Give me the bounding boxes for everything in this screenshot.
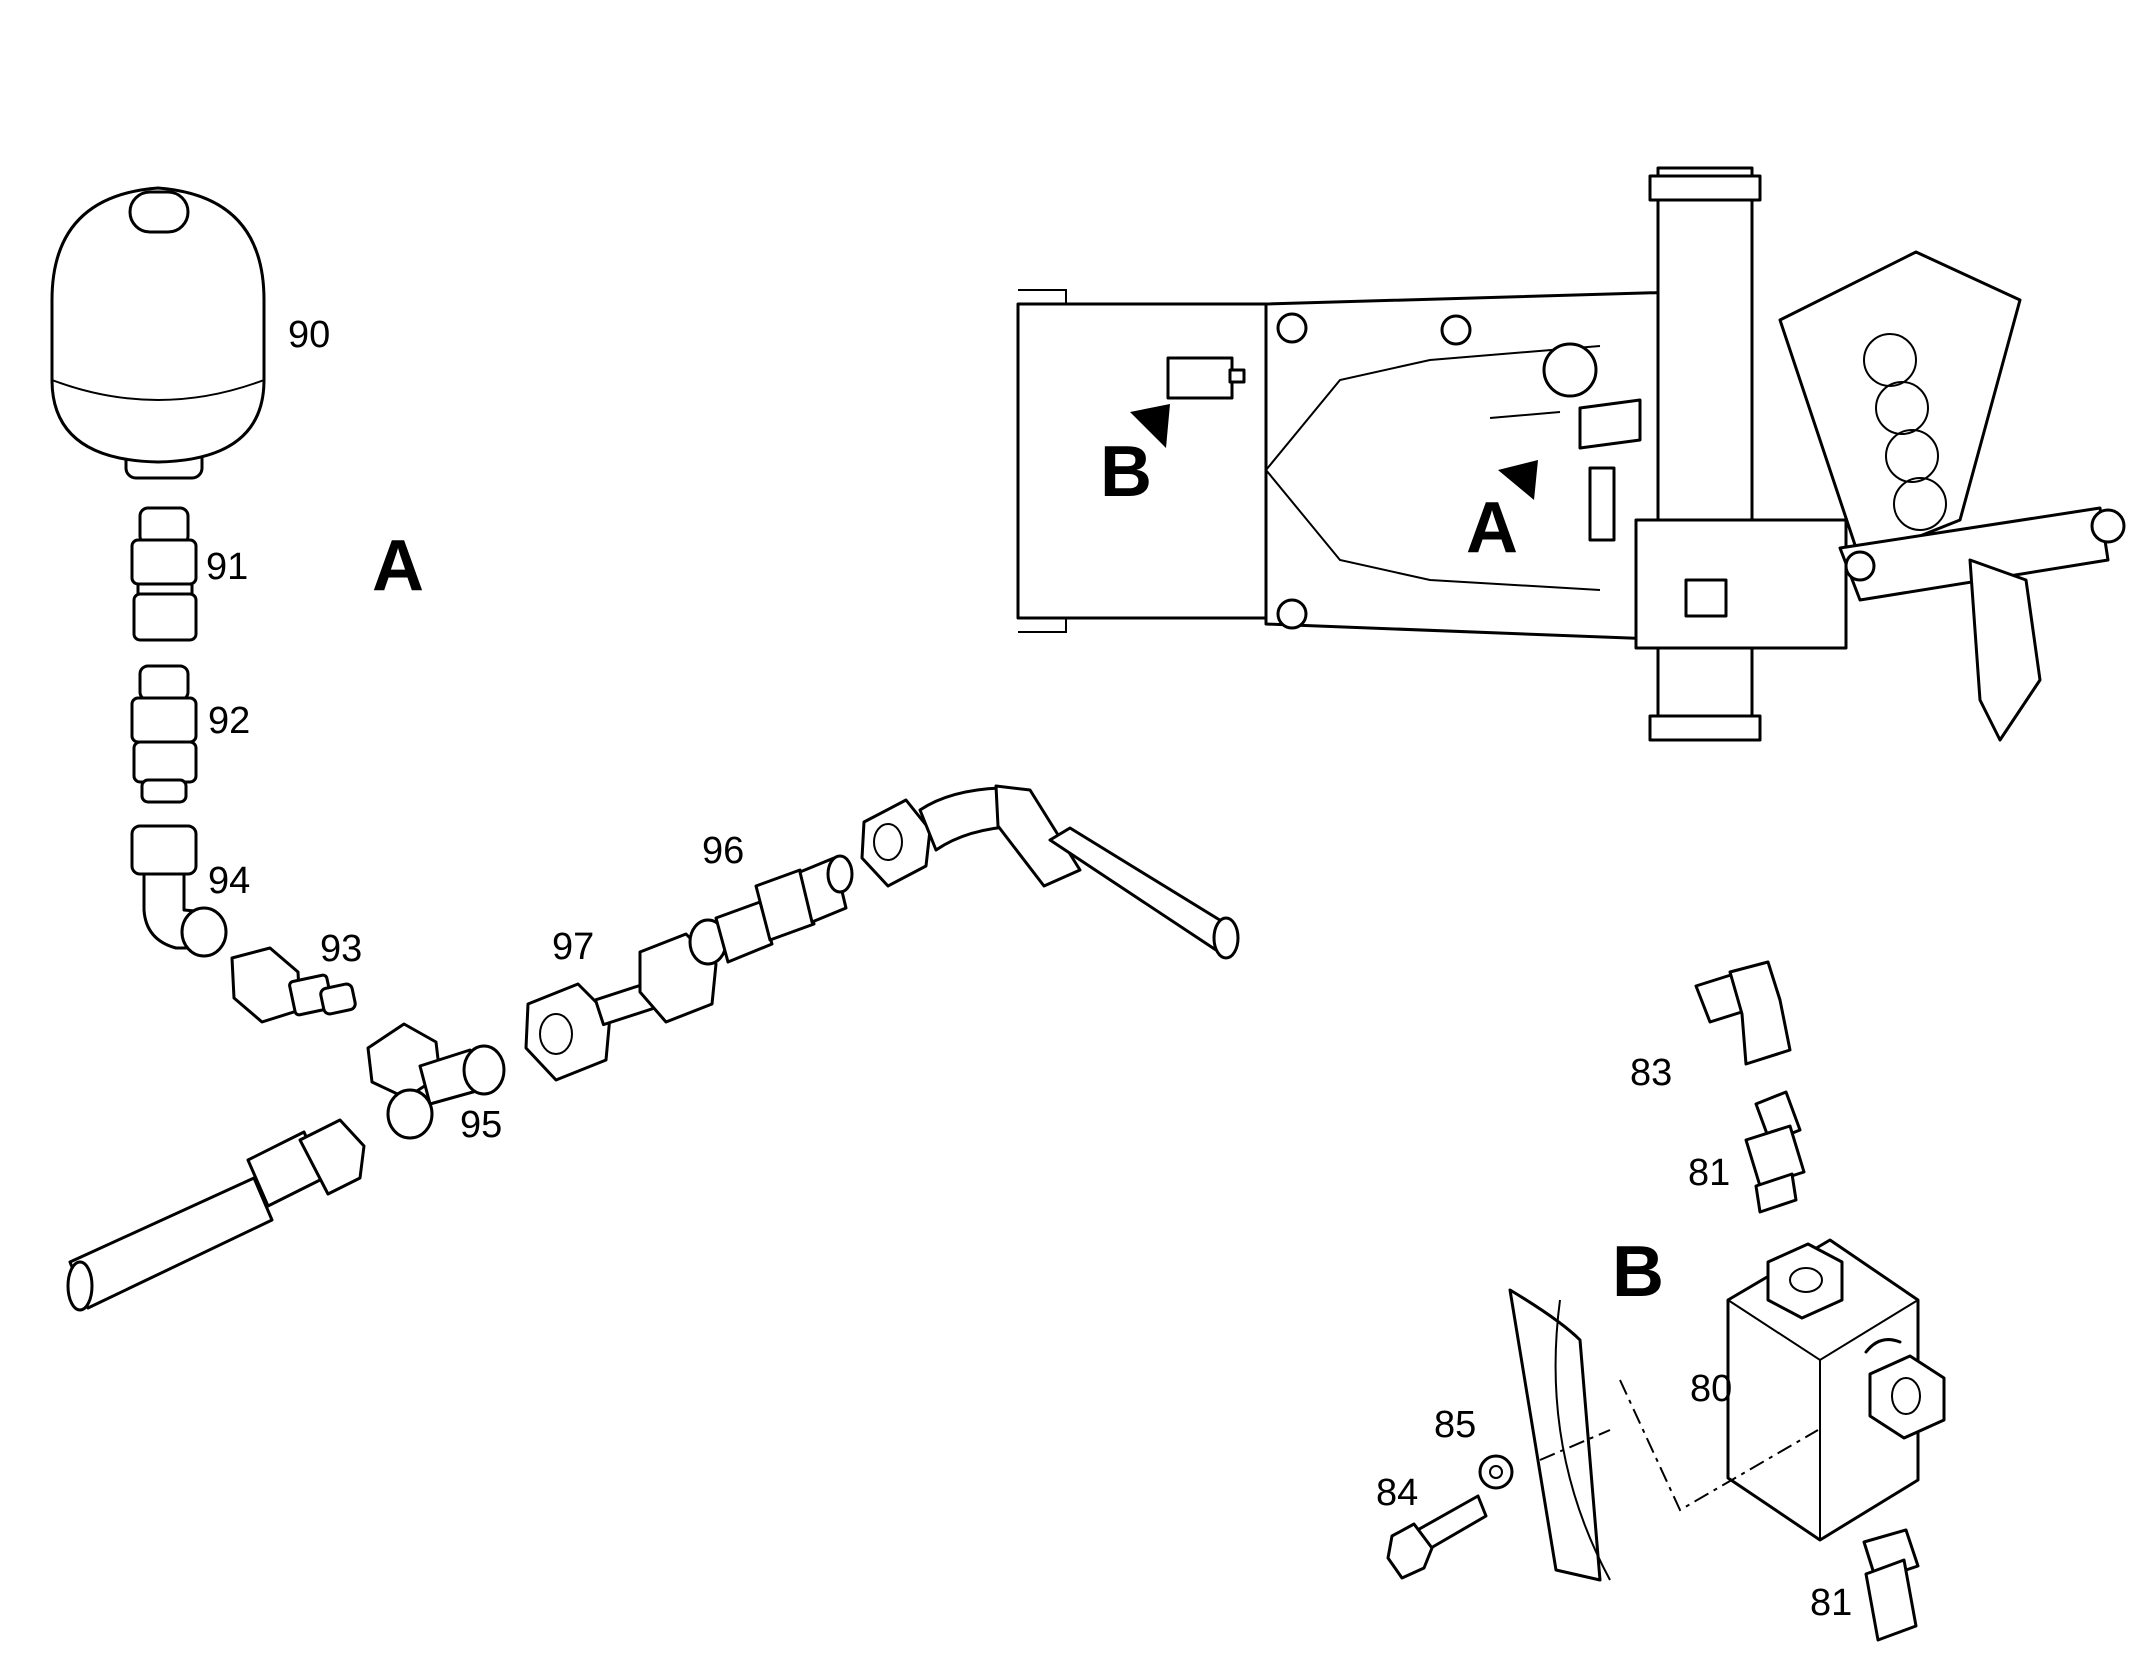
- view-b-detail: [1386, 960, 1946, 1642]
- callout-80: 80: [1690, 1368, 1733, 1410]
- fitting-91: [130, 506, 198, 642]
- overview-label-b: B: [1100, 432, 1152, 512]
- elbow-94: [130, 824, 228, 958]
- view-label-a: A: [372, 526, 424, 606]
- callout-81-bottom: 81: [1810, 1582, 1853, 1624]
- pipe-lower: [66, 1118, 366, 1312]
- fitting-92: [130, 664, 198, 804]
- callout-92: 92: [208, 700, 251, 742]
- accumulator-90: [50, 186, 266, 480]
- machine-overview: [1016, 166, 2126, 742]
- view-b-marker: [1130, 404, 1170, 448]
- tee-95: [366, 1022, 506, 1140]
- callout-95: 95: [460, 1104, 503, 1146]
- callout-96: 96: [702, 830, 745, 872]
- view-label-b: B: [1612, 1232, 1664, 1312]
- fitting-93: [230, 946, 357, 1024]
- callout-84: 84: [1376, 1472, 1419, 1514]
- coupling-96: [688, 854, 854, 966]
- callout-81-top: 81: [1688, 1152, 1731, 1194]
- callout-93: 93: [320, 928, 363, 970]
- callout-94: 94: [208, 860, 251, 902]
- callout-90: 90: [288, 314, 331, 356]
- callout-83: 83: [1630, 1052, 1673, 1094]
- view-a-marker: [1498, 460, 1538, 500]
- callout-85: 85: [1434, 1404, 1477, 1446]
- callout-97: 97: [552, 926, 595, 968]
- overview-label-a: A: [1466, 488, 1518, 568]
- hose-upper: [860, 784, 1240, 960]
- callout-91: 91: [206, 546, 249, 588]
